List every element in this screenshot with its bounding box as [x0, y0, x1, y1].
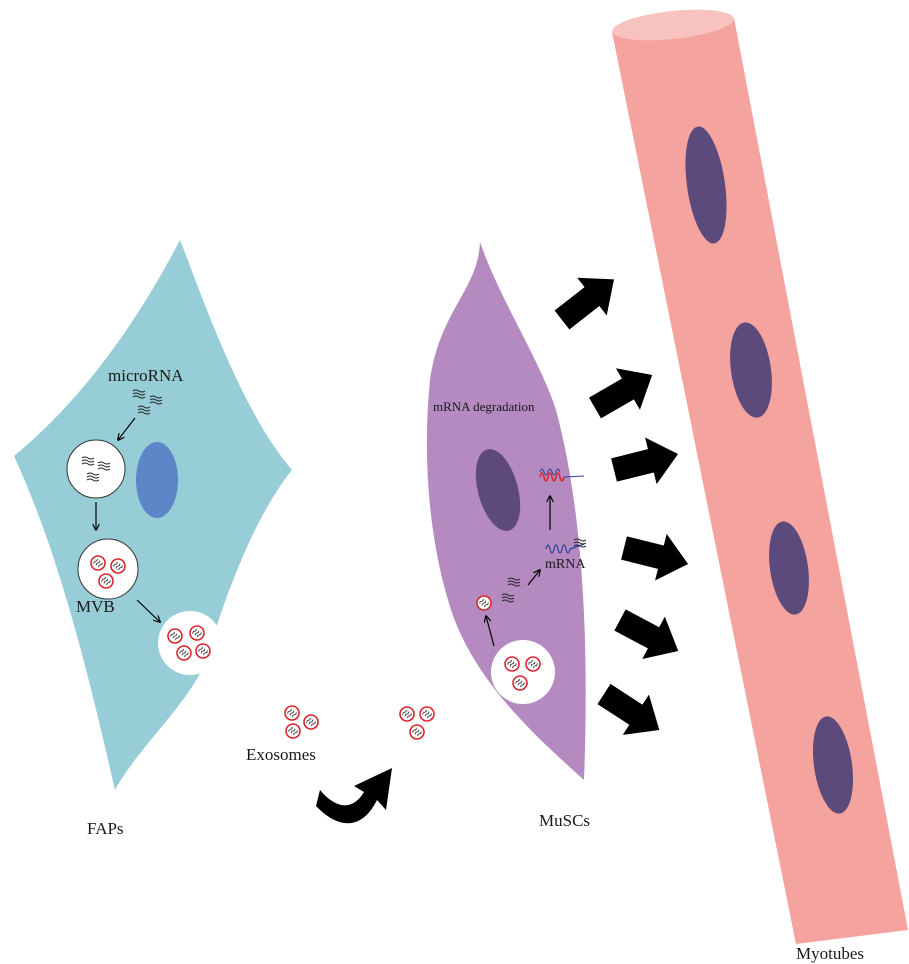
- exosome: [99, 574, 113, 588]
- exosome: [513, 676, 527, 690]
- mvb: [78, 539, 138, 599]
- musc-cell: mRNA degradation mRNA: [427, 242, 586, 780]
- exosome: [400, 707, 414, 721]
- differentiation-arrow: [608, 431, 684, 494]
- mrna-degradation-label: mRNA degradation: [433, 399, 535, 414]
- exosome: [505, 657, 519, 671]
- exosome: [111, 559, 125, 573]
- exosome: [285, 706, 299, 720]
- received-vesicle: [491, 640, 555, 704]
- exosomes-label: Exosomes: [246, 745, 316, 764]
- differentiation-arrow: [591, 674, 672, 750]
- differentiation-arrow: [547, 260, 629, 338]
- exosome: [190, 626, 204, 640]
- differentiation-arrow: [609, 599, 690, 672]
- exosome: [286, 724, 300, 738]
- exosome: [196, 644, 210, 658]
- exosome: [420, 707, 434, 721]
- exosome: [477, 596, 491, 610]
- differentiation-arrow: [583, 354, 664, 429]
- fap-cell: microRNA MVB: [14, 240, 292, 790]
- exosome-cluster: [285, 706, 318, 738]
- microrna-label: microRNA: [108, 366, 184, 385]
- curved-transfer-arrow: [316, 768, 392, 823]
- exosome: [91, 556, 105, 570]
- endosome: [67, 440, 125, 498]
- exosome: [177, 646, 191, 660]
- exosome: [410, 725, 424, 739]
- exosome: [304, 715, 318, 729]
- faps-label: FAPs: [87, 819, 124, 838]
- exosome: [168, 629, 182, 643]
- mrna-label: mRNA: [545, 557, 586, 572]
- releasing-vesicle: [158, 611, 222, 675]
- mvb-label: MVB: [76, 597, 115, 616]
- differentiation-arrow: [618, 525, 694, 588]
- fap-nucleus: [136, 442, 178, 518]
- exosome-cluster: [400, 707, 434, 739]
- myotubes-label: Myotubes: [796, 944, 864, 963]
- muscs-label: MuSCs: [539, 811, 590, 830]
- exosome: [526, 657, 540, 671]
